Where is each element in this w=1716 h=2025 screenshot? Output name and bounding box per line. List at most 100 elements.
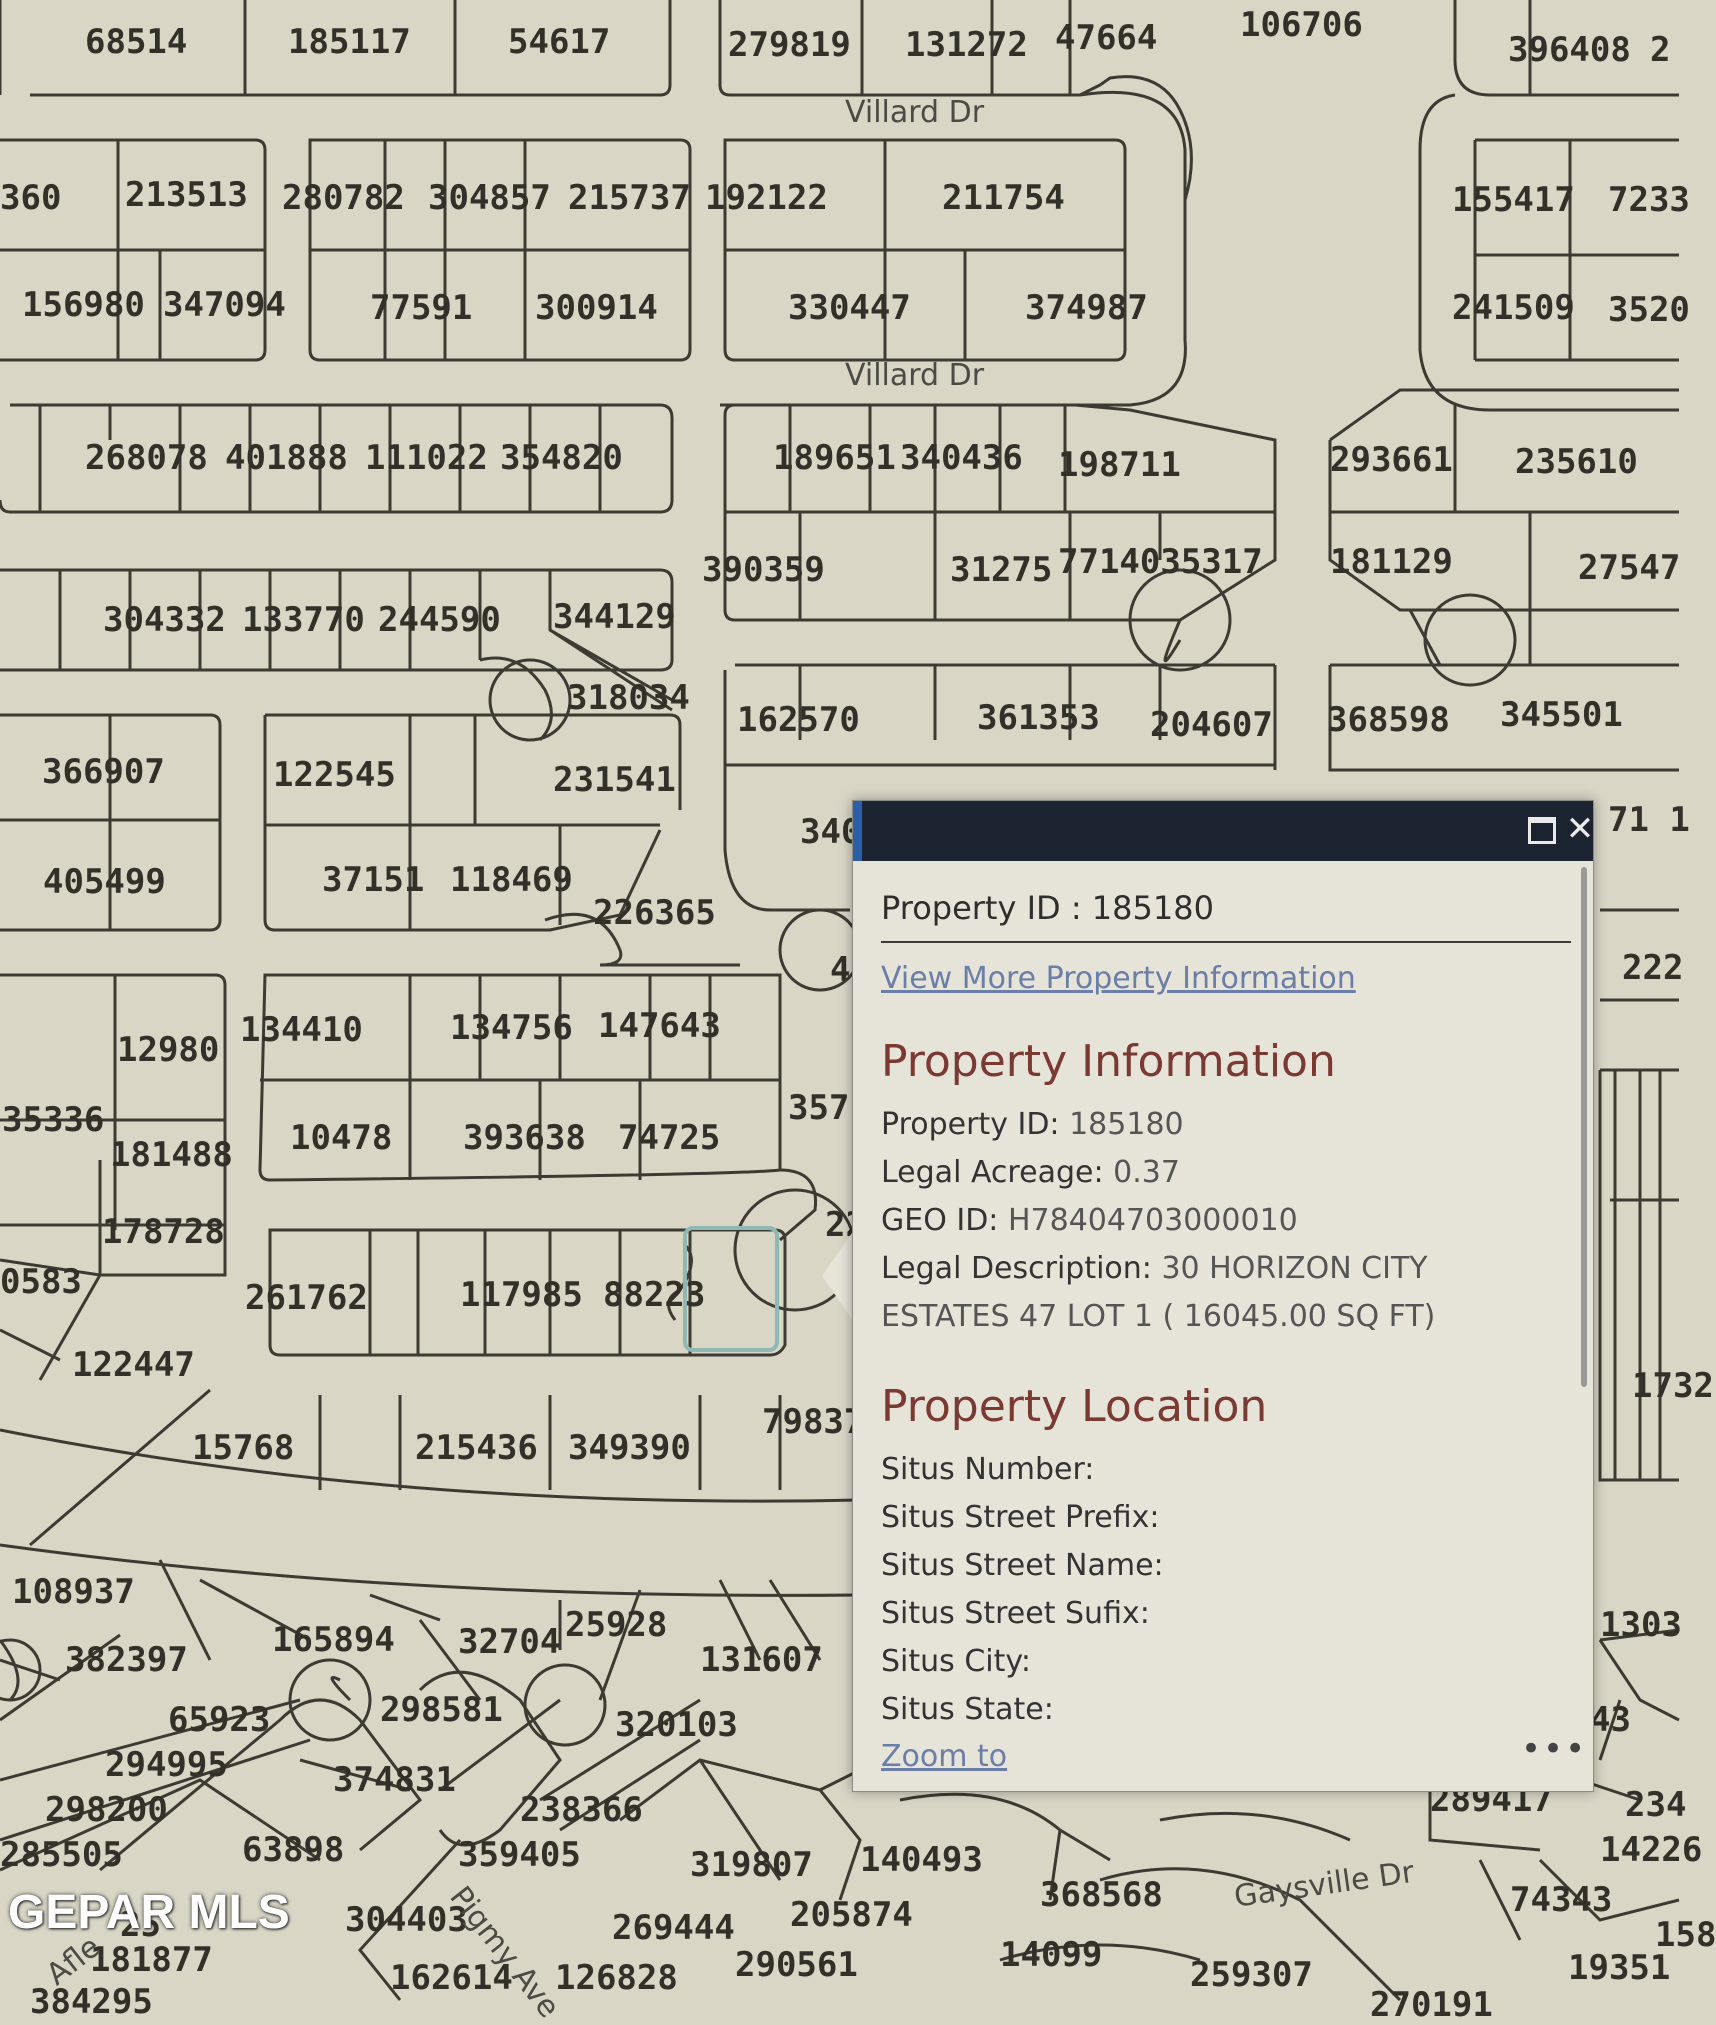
parcel-label[interactable]: 122447 — [72, 1345, 195, 1385]
parcel-label[interactable]: 77591 — [370, 288, 473, 328]
parcel-label[interactable]: 244590 — [378, 600, 501, 640]
parcel-label[interactable]: 106706 — [1240, 5, 1363, 45]
parcel-label[interactable]: 131607 — [700, 1640, 823, 1680]
parcel-label[interactable]: 4 — [830, 950, 851, 990]
parcel-label[interactable]: 405499 — [43, 862, 166, 902]
parcel-label[interactable]: 19351 — [1568, 1948, 1671, 1988]
parcel-label[interactable]: 374987 — [1025, 288, 1148, 328]
parcel-label[interactable]: 7714035317 — [1058, 542, 1263, 582]
parcel-label[interactable]: 79837 — [762, 1402, 865, 1442]
parcel-label[interactable]: 25928 — [565, 1605, 668, 1645]
selected-parcel-outline[interactable] — [683, 1226, 779, 1352]
maximize-icon[interactable] — [1522, 809, 1562, 849]
parcel-label[interactable]: 10478 — [290, 1118, 393, 1158]
parcel-label[interactable]: 63898 — [242, 1830, 345, 1870]
parcel-label[interactable]: 0583 — [0, 1262, 82, 1302]
parcel-label[interactable]: 162570 — [737, 700, 860, 740]
parcel-label[interactable]: 165894 — [272, 1620, 395, 1660]
parcel-label[interactable]: 241509 — [1452, 288, 1575, 328]
parcel-label[interactable]: 155417 — [1452, 180, 1575, 220]
parcel-label[interactable]: 133770 — [242, 600, 365, 640]
parcel-label[interactable]: 280782 — [282, 178, 405, 218]
parcel-label[interactable]: 181488 — [110, 1135, 233, 1175]
parcel-label[interactable]: 178728 — [102, 1212, 225, 1252]
more-options-icon[interactable]: ••• — [1521, 1729, 1588, 1769]
parcel-label[interactable]: 368568 — [1040, 1875, 1163, 1915]
parcel-label[interactable]: 181877 — [90, 1940, 213, 1980]
parcel-label[interactable]: 349390 — [568, 1428, 691, 1468]
parcel-label[interactable]: 111022 — [365, 438, 488, 478]
parcel-label[interactable]: 366907 — [42, 752, 165, 792]
parcel-label[interactable]: 14226 — [1600, 1830, 1703, 1870]
parcel-label[interactable]: 31275 — [950, 550, 1053, 590]
parcel-label[interactable]: 319807 — [690, 1845, 813, 1885]
parcel-label[interactable]: 226365 — [593, 893, 716, 933]
parcel-label[interactable]: 74725 — [618, 1118, 721, 1158]
parcel-label[interactable]: 384295 — [30, 1982, 153, 2022]
parcel-label[interactable]: 205874 — [790, 1895, 913, 1935]
parcel-label[interactable]: 211754 — [942, 178, 1065, 218]
parcel-label[interactable]: 259307 — [1190, 1955, 1313, 1995]
parcel-label[interactable]: 238366 — [520, 1790, 643, 1830]
parcel-label[interactable]: 181129 — [1330, 542, 1453, 582]
close-icon[interactable]: ✕ — [1565, 809, 1595, 849]
parcel-label[interactable]: 382397 — [65, 1640, 188, 1680]
parcel-label[interactable]: 293661 — [1330, 440, 1453, 480]
parcel-label[interactable]: 118469 — [450, 860, 573, 900]
parcel-label[interactable]: 185117 — [288, 22, 411, 62]
parcel-label[interactable]: 361353 — [977, 698, 1100, 738]
parcel-label[interactable]: 15768 — [192, 1428, 295, 1468]
parcel-label[interactable]: 54617 — [508, 22, 611, 62]
parcel-label[interactable]: 304332 — [103, 600, 226, 640]
parcel-label[interactable]: 285505 — [0, 1835, 123, 1875]
popup-scrollbar[interactable] — [1581, 867, 1587, 1387]
view-more-link[interactable]: View More Property Information — [881, 961, 1356, 996]
parcel-label[interactable]: 7233 — [1608, 180, 1690, 220]
parcel-label[interactable]: 27547 — [1578, 548, 1681, 588]
parcel-label[interactable]: 340 — [800, 812, 862, 852]
parcel-label[interactable]: 126828 — [555, 1958, 678, 1998]
parcel-label[interactable]: 300914 — [535, 288, 658, 328]
parcel-label[interactable]: 318034 — [567, 678, 690, 718]
parcel-label[interactable]: 88223 — [603, 1275, 706, 1315]
parcel-label[interactable]: 37151 — [322, 860, 425, 900]
parcel-label[interactable]: 1303 — [1600, 1605, 1682, 1645]
parcel-label[interactable]: 147643 — [598, 1006, 721, 1046]
parcel-label[interactable]: 134756 — [450, 1008, 573, 1048]
parcel-label[interactable]: 261762 — [245, 1278, 368, 1318]
parcel-label[interactable]: 357 — [788, 1088, 850, 1128]
parcel-label[interactable]: 290561 — [735, 1945, 858, 1985]
parcel-label[interactable]: 12980 — [117, 1030, 220, 1070]
parcel-label[interactable]: 279819 — [728, 25, 851, 65]
parcel-label[interactable]: 14099 — [1000, 1935, 1103, 1975]
parcel-label[interactable]: 330447 — [788, 288, 911, 328]
parcel-label[interactable]: 2 — [1650, 30, 1671, 70]
parcel-label[interactable]: 43 — [1590, 1700, 1631, 1740]
parcel-label[interactable]: 340436 — [900, 438, 1023, 478]
parcel-label[interactable]: 298200 — [45, 1790, 168, 1830]
parcel-label[interactable]: 268078 — [85, 438, 208, 478]
parcel-label[interactable]: 234 — [1625, 1785, 1687, 1825]
parcel-label[interactable]: 47664 — [1055, 18, 1158, 58]
parcel-label[interactable]: 231541 — [553, 760, 676, 800]
parcel-label[interactable]: 108937 — [12, 1572, 135, 1612]
parcel-label[interactable]: 32704 — [458, 1622, 561, 1662]
parcel-label[interactable]: 3520 — [1608, 290, 1690, 330]
parcel-label[interactable]: 360 — [0, 178, 62, 218]
parcel-label[interactable]: 396408 — [1508, 30, 1631, 70]
parcel-label[interactable]: 390359 — [702, 550, 825, 590]
parcel-label[interactable]: 294995 — [105, 1745, 228, 1785]
parcel-label[interactable]: 215436 — [415, 1428, 538, 1468]
parcel-label[interactable]: 269444 — [612, 1908, 735, 1948]
parcel-label[interactable]: 68514 — [85, 22, 188, 62]
parcel-label[interactable]: 140493 — [860, 1840, 983, 1880]
parcel-label[interactable]: 122545 — [273, 755, 396, 795]
parcel-label[interactable]: 189651 — [773, 438, 896, 478]
parcel-label[interactable]: 401888 — [225, 438, 348, 478]
parcel-label[interactable]: 270191 — [1370, 1985, 1493, 2025]
parcel-label[interactable]: 25 — [120, 1905, 161, 1945]
parcel-label[interactable]: 117985 — [460, 1275, 583, 1315]
parcel-label[interactable]: 235610 — [1515, 442, 1638, 482]
parcel-label[interactable]: 156980 — [22, 285, 145, 325]
